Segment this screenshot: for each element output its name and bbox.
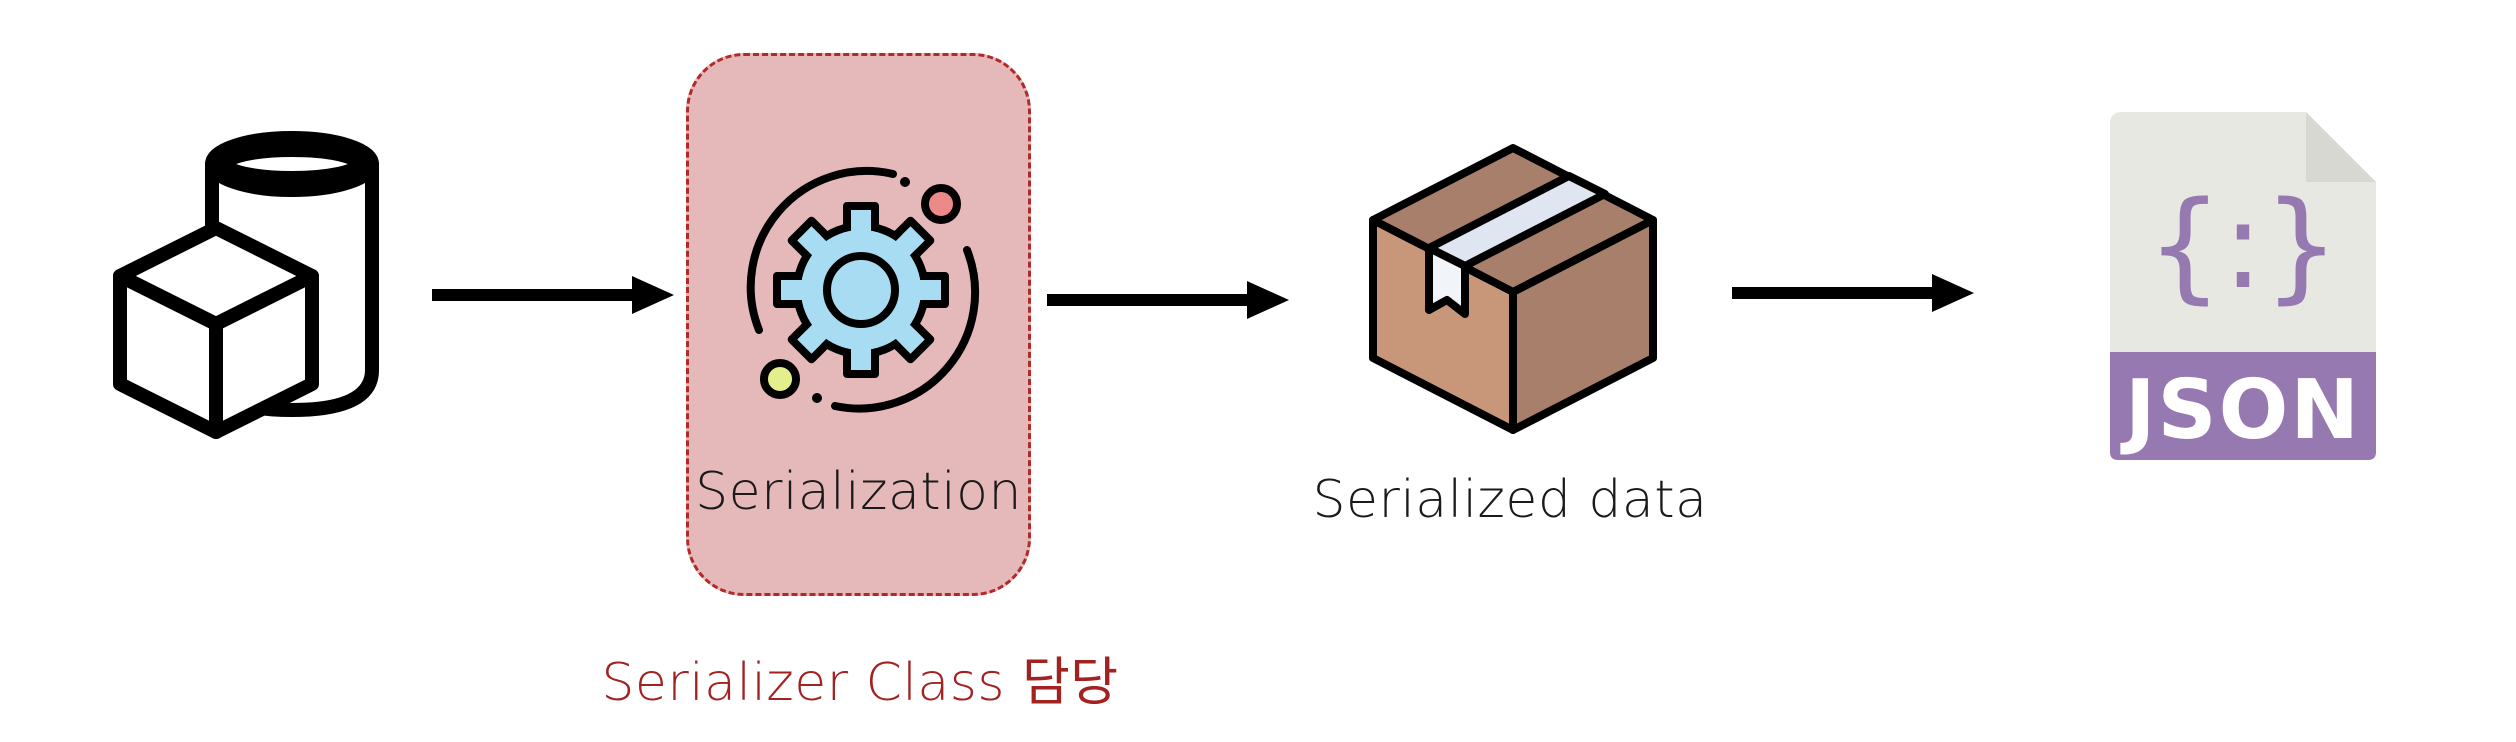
serialized-data-label: Serialized data [1312,470,1708,530]
flow-arrow [1732,274,1974,312]
flow-arrow [432,276,674,314]
json-file-icon: {:} JSON [2110,112,2376,460]
database-object-icon [113,131,379,439]
json-braces-text: {:} [2146,177,2339,316]
serializer-class-note: Serializer Class 담당 [601,653,1119,713]
serialization-label: Serialization [695,462,1022,522]
flow-arrow [1047,281,1289,319]
package-box-icon [1369,144,1657,434]
json-badge-text: JSON [2120,363,2361,458]
gear-process-icon [746,166,980,413]
